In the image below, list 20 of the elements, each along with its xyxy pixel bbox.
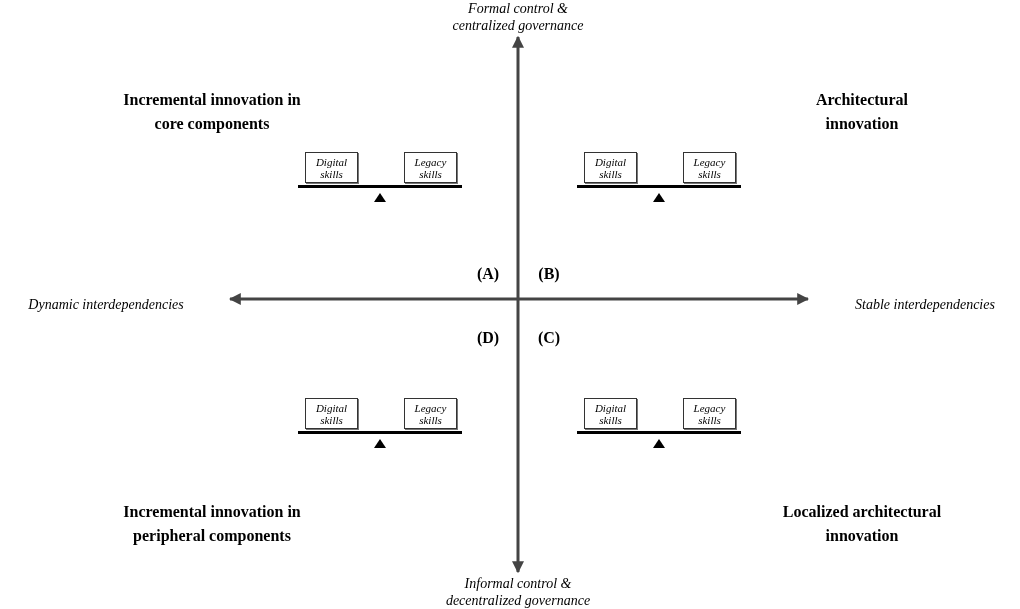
quadrant-letter: (D) <box>475 328 501 349</box>
skill-box: Digital skills <box>584 152 637 183</box>
quadrant-title: Incremental innovation in core components <box>122 90 302 135</box>
skill-box: Legacy skills <box>683 152 736 183</box>
axis-label: Formal control & centralized governance <box>451 0 585 34</box>
quadrant-letter: (B) <box>537 264 561 285</box>
skill-box: Digital skills <box>305 398 358 429</box>
quadrant-title: Localized architectural innovation <box>781 502 943 546</box>
axis-label: Dynamic interdependencies <box>27 296 185 313</box>
skill-box: Legacy skills <box>404 152 457 183</box>
quadrant-title: Incremental innovation in peripheral components <box>122 502 302 547</box>
quadrant-letter: (A) <box>475 264 501 285</box>
skill-box: Digital skills <box>584 398 637 429</box>
quadrant-title: Architectural innovation <box>814 90 910 134</box>
skill-box: Legacy skills <box>683 398 736 429</box>
quadrant-letter: (C) <box>536 328 562 349</box>
axis-label: Informal control & decentralized governance <box>444 575 592 609</box>
skill-box: Digital skills <box>305 152 358 183</box>
skill-box: Legacy skills <box>404 398 457 429</box>
axis-label: Stable interdependencies <box>854 296 996 313</box>
